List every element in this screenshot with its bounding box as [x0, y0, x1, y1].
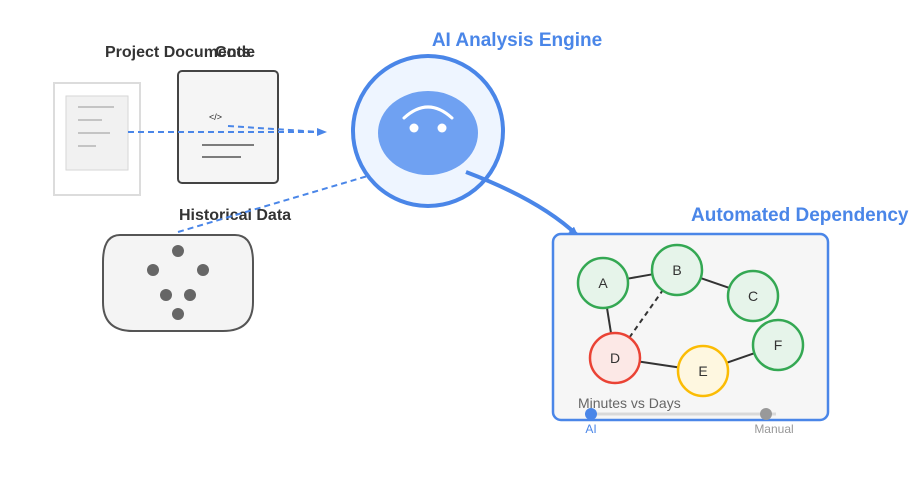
dependency-nodes: A B C D E F — [576, 243, 805, 398]
dependency-node-f: F — [751, 318, 805, 372]
historical-data-cloud — [102, 234, 254, 332]
robot-eye — [409, 123, 419, 133]
node-circle — [576, 256, 630, 310]
historical-data-label: Historical Data — [179, 207, 291, 224]
project-documents-label: Project Documents — [105, 44, 251, 61]
dependency-node-b: B — [650, 243, 704, 297]
node-circle — [751, 318, 805, 372]
node-circle — [588, 331, 642, 385]
dependency-edges — [605, 273, 755, 369]
node-label: A — [598, 275, 608, 291]
data-point — [160, 289, 172, 301]
data-point — [184, 289, 196, 301]
data-point — [197, 264, 209, 276]
node-circle — [726, 269, 780, 323]
data-point — [147, 264, 159, 276]
dependency-edge-e-f — [726, 352, 755, 364]
node-label: B — [672, 262, 681, 278]
node-label: C — [748, 288, 758, 304]
node-label: E — [698, 363, 707, 379]
dependency-node-d: D — [588, 331, 642, 385]
engine-to-dependency-arrow — [465, 170, 579, 237]
node-circle — [676, 344, 730, 398]
dependency-node-e: E — [676, 344, 730, 398]
node-label: F — [774, 337, 783, 353]
ai-engine — [351, 54, 505, 208]
comparison-label: Minutes vs Days — [578, 395, 681, 411]
code-label: Code — [215, 44, 255, 61]
ai-marker — [585, 408, 597, 420]
history-to-engine-arrow — [177, 168, 390, 233]
data-point — [172, 245, 184, 257]
node-circle — [650, 243, 704, 297]
dependency-title: Automated Dependency — [691, 205, 909, 226]
ai-label: AI — [585, 422, 596, 436]
dependency-edge-d-b — [628, 289, 664, 339]
manual-label: Manual — [754, 422, 793, 436]
code-glyph: </> — [209, 112, 222, 122]
robot-eye — [437, 123, 447, 133]
dependency-edge-d-e — [639, 360, 679, 369]
data-point — [172, 308, 184, 320]
dependency-edge-b-c — [700, 277, 730, 289]
ai-robot-icon — [378, 91, 478, 175]
manual-marker — [760, 408, 772, 420]
node-label: D — [610, 350, 620, 366]
dependency-node-a: A — [576, 256, 630, 310]
project-documents-card — [53, 82, 141, 196]
dependency-edge-a-b — [627, 273, 653, 280]
dependency-edge-a-d — [605, 307, 613, 334]
code-to-engine-arrow — [227, 125, 321, 133]
dependency-node-c: C — [726, 269, 780, 323]
engine-title: AI Analysis Engine — [432, 30, 602, 51]
